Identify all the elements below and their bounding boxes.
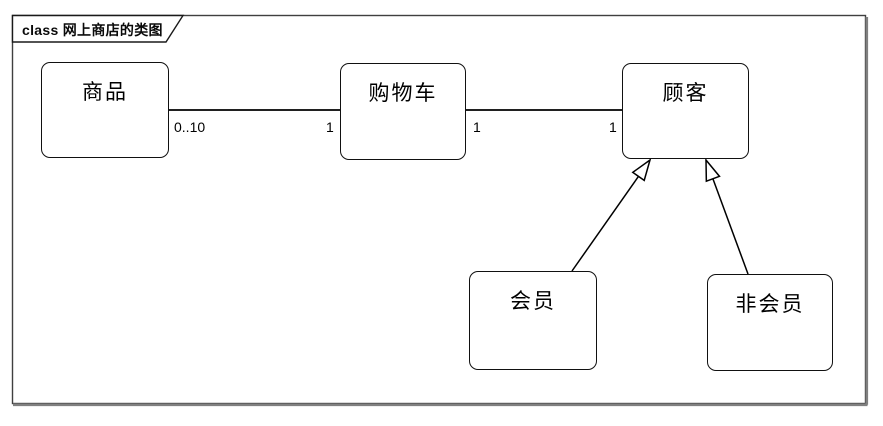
- class-box-cart[interactable]: 购物车: [340, 63, 466, 160]
- class-box-nonmember[interactable]: 非会员: [707, 274, 833, 371]
- class-name-product: 商品: [82, 80, 128, 104]
- class-box-customer[interactable]: 顾客: [622, 63, 749, 159]
- multiplicity-customer-side: 1: [609, 119, 617, 135]
- multiplicity-cart-right-side: 1: [473, 119, 481, 135]
- generalization-member-customer[interactable]: [571, 160, 650, 272]
- frame-title: class 网上商店的类图: [22, 22, 163, 38]
- frame-title-tab: [11, 14, 185, 43]
- generalization-nonmember-customer[interactable]: [706, 160, 749, 275]
- multiplicity-product-side: 0..10: [174, 119, 206, 135]
- class-name-cart: 购物车: [368, 81, 438, 105]
- class-name-member: 会员: [510, 289, 556, 313]
- class-box-member[interactable]: 会员: [469, 271, 597, 370]
- frame-shadow: [13, 17, 869, 407]
- class-name-customer: 顾客: [662, 81, 709, 105]
- class-box-product[interactable]: 商品: [41, 62, 169, 158]
- multiplicity-cart-left-side: 1: [326, 119, 334, 135]
- class-name-nonmember: 非会员: [735, 292, 805, 316]
